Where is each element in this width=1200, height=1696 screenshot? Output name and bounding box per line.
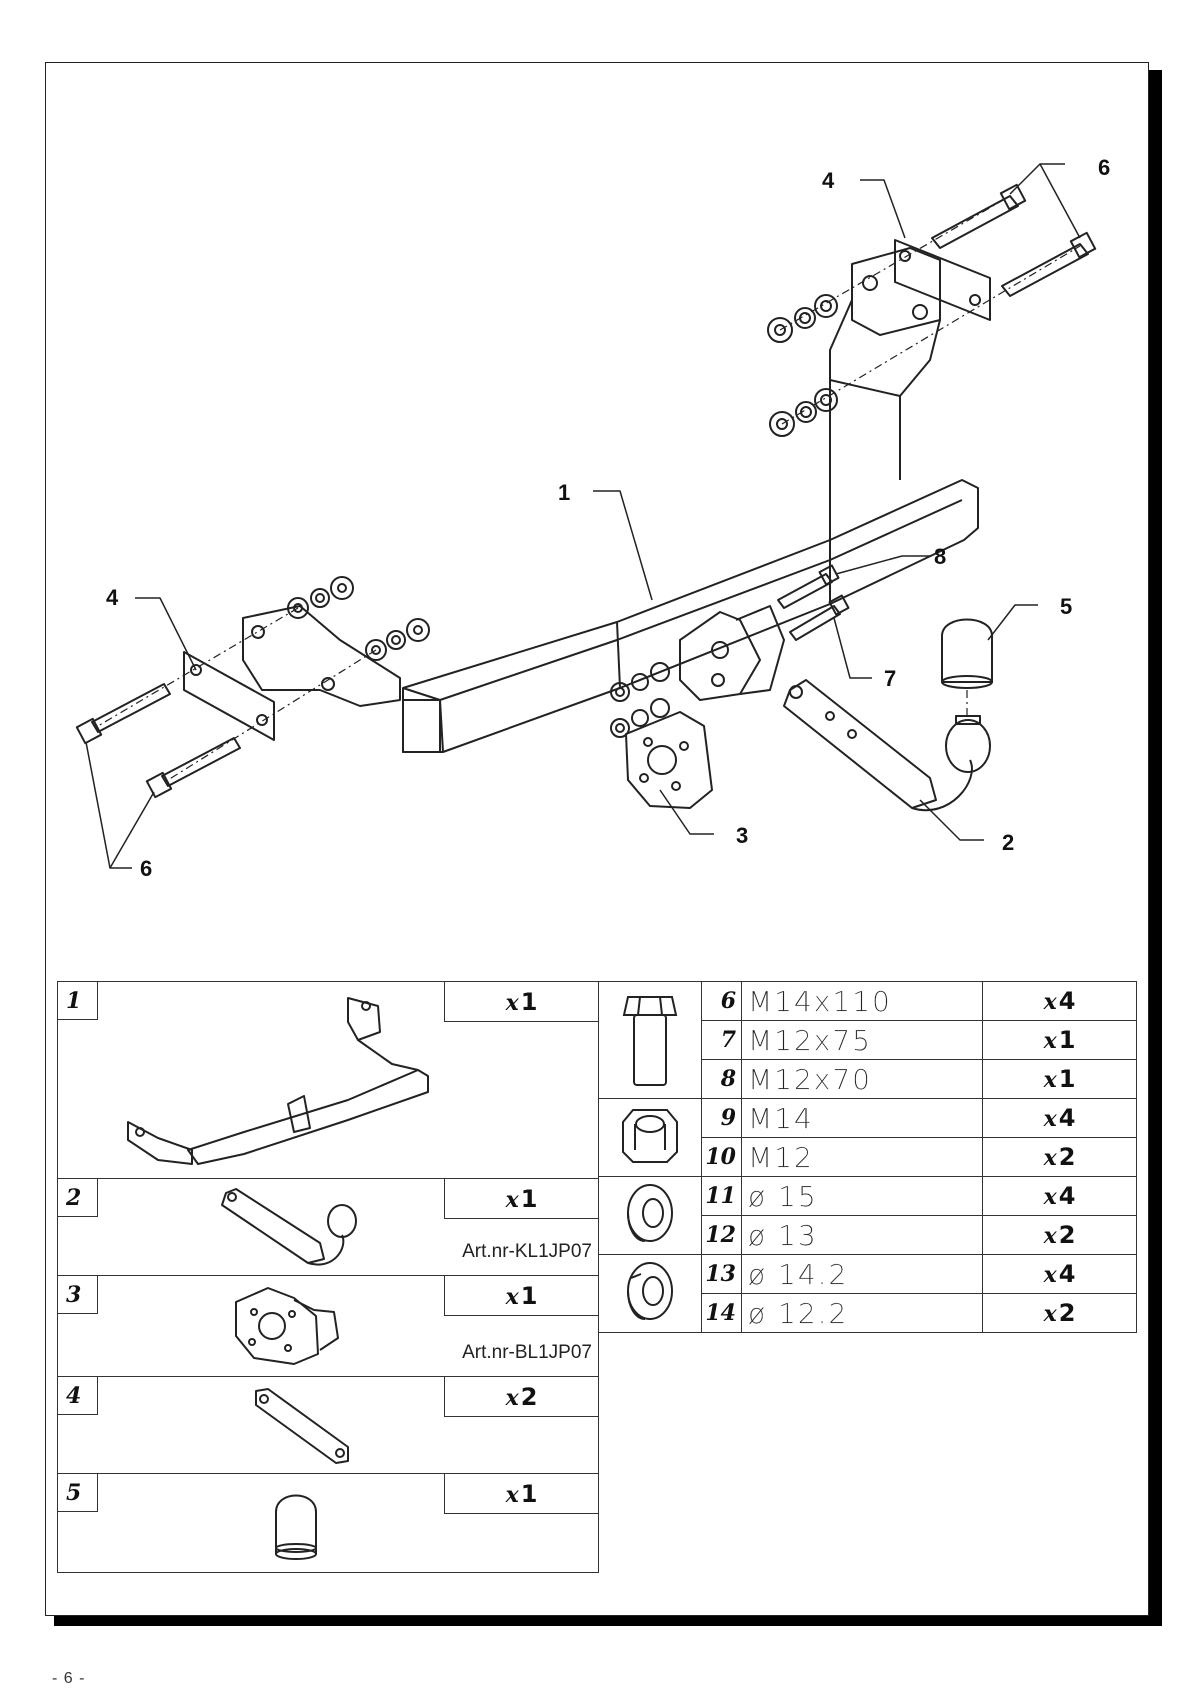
part-number: 2	[58, 1179, 98, 1217]
left-nuts-washers	[287, 576, 430, 661]
part-number: 7	[701, 1020, 742, 1060]
article-number: Art.nr-KL1JP07	[462, 1241, 592, 1262]
part-row-4: 4 x2	[57, 1376, 599, 1473]
part-number: 5	[58, 1474, 98, 1512]
part-number: 11	[701, 1176, 742, 1216]
part-row-13: 13 ø 14.2 x4	[598, 1254, 1137, 1333]
part-number: 8	[701, 1059, 742, 1099]
part-row-9: 9 M14 x4	[598, 1098, 1137, 1177]
part-number: 12	[701, 1215, 742, 1255]
flat-bracket-plate-icon	[255, 1388, 349, 1464]
part-spec: M14	[741, 1098, 983, 1138]
callout-2: 2	[1002, 830, 1014, 855]
part-number: 1	[58, 982, 98, 1020]
part-quantity: x1	[444, 1474, 598, 1514]
part-quantity: x1	[444, 1179, 598, 1219]
callout-6-left: 6	[140, 856, 152, 881]
part-number: 13	[701, 1254, 742, 1294]
right-bracket	[829, 239, 991, 540]
right-nuts-washers	[767, 294, 838, 437]
callout-8: 8	[934, 544, 946, 569]
callout-5: 5	[1060, 594, 1072, 619]
part-quantity: x4	[982, 981, 1137, 1021]
part-quantity: x1	[982, 1020, 1137, 1060]
socket-plate-icon	[235, 1287, 339, 1365]
crossmember-tube	[402, 479, 979, 753]
part-number: 3	[58, 1276, 98, 1314]
part-number: 9	[701, 1098, 742, 1138]
callout-7: 7	[884, 666, 896, 691]
part-spec: ø 13	[741, 1215, 983, 1255]
part-quantity: x4	[982, 1176, 1137, 1216]
callout-4-right: 4	[822, 168, 835, 193]
part-spec: M12x70	[741, 1059, 983, 1099]
left-bolts	[75, 683, 241, 799]
article-number: Art.nr-BL1JP07	[462, 1342, 592, 1363]
part-quantity: x2	[444, 1377, 598, 1417]
part-spec: M12	[741, 1137, 983, 1177]
part-spec: M14x110	[741, 981, 983, 1021]
page-number: - 6 -	[52, 1670, 86, 1687]
ball-cap	[941, 618, 993, 689]
part-spec: ø 15	[741, 1176, 983, 1216]
hex-bolt-icon	[598, 981, 702, 1099]
flat-washer-icon	[598, 1176, 702, 1255]
part-spec: ø 14.2	[741, 1254, 983, 1294]
part-row-7: 7 M12x75 x1	[599, 1020, 1137, 1060]
callout-4-left: 4	[106, 585, 119, 610]
receiver-plates	[679, 605, 785, 701]
part-quantity: x4	[982, 1254, 1137, 1294]
part-row-2: 2 x1 Art.nr-KL1JP07	[57, 1178, 599, 1275]
part-row-6: 6 M14x110 x4	[598, 981, 1137, 1099]
part-quantity: x1	[444, 1276, 598, 1316]
socket-plate	[625, 711, 713, 809]
part-number: 10	[701, 1137, 742, 1177]
part-row-1: 1 x1	[57, 981, 599, 1178]
part-spec: M12x75	[741, 1020, 983, 1060]
part-row-14: 14 ø 12.2 x2	[599, 1293, 1137, 1333]
callout-3: 3	[736, 823, 748, 848]
part-row-11: 11 ø 15 x4	[598, 1176, 1137, 1255]
part-number: 4	[58, 1377, 98, 1415]
bolts-7-8	[777, 564, 850, 641]
tow-bar-crossmember-icon	[127, 997, 429, 1165]
right-bolts	[931, 183, 1097, 297]
center-nuts-washers	[610, 662, 670, 738]
part-row-3: 3 x1 Art.nr-BL1JP07	[57, 1275, 599, 1376]
part-quantity: x2	[982, 1215, 1137, 1255]
part-row-5: 5 x1	[57, 1473, 599, 1573]
part-quantity: x4	[982, 1098, 1137, 1138]
part-row-8: 8 M12x70 x1	[599, 1059, 1137, 1099]
part-quantity: x2	[982, 1137, 1137, 1177]
part-quantity: x1	[444, 982, 598, 1022]
part-number: 6	[701, 981, 742, 1021]
parts-list-left: 1 x1 2 x1 Art.nr-KL1JP07 3	[57, 981, 599, 1573]
part-spec: ø 12.2	[741, 1293, 983, 1333]
left-bracket	[183, 605, 401, 741]
parts-list-right: 6 M14x110 x4 7 M12x75 x1 8 M12x70 x1 9 M…	[598, 981, 1137, 1333]
ball-cap-icon	[275, 1494, 317, 1560]
part-quantity: x1	[982, 1059, 1137, 1099]
part-quantity: x2	[982, 1293, 1137, 1333]
hex-nut-icon	[598, 1098, 702, 1177]
callout-6-right: 6	[1098, 155, 1110, 180]
exploded-assembly-drawing: 1 2 3 4 4 5 6 6 7 8	[75, 155, 1110, 881]
callout-1: 1	[558, 480, 570, 505]
part-number: 14	[701, 1293, 742, 1333]
tow-ball-neck-icon	[221, 1188, 357, 1266]
spring-washer-icon	[598, 1254, 702, 1333]
tow-ball-neck	[783, 679, 991, 812]
